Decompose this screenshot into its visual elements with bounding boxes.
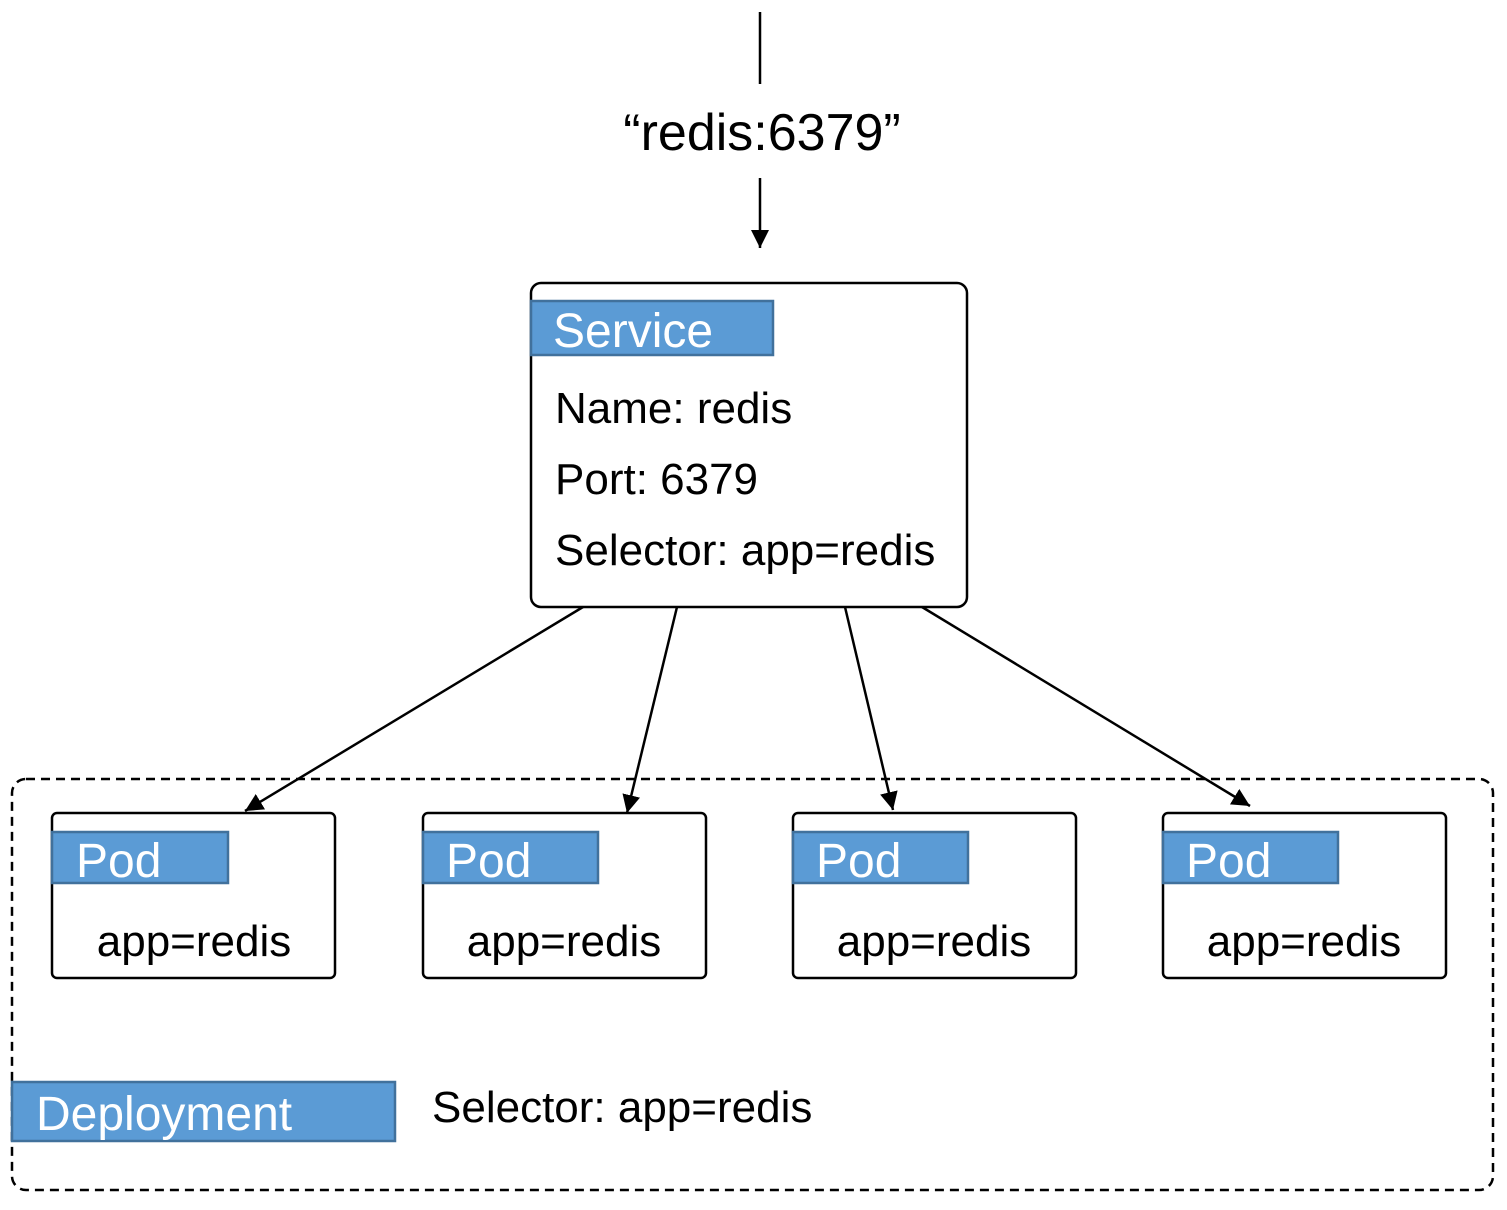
deployment-boundary [10, 777, 1495, 1192]
pod-box-1: Pod app=redis [50, 811, 337, 980]
pod-label-tag [421, 830, 600, 885]
service-label: Service [553, 305, 713, 358]
pod-box-3: Pod app=redis [791, 811, 1078, 980]
service-label-tag [529, 299, 775, 357]
pod-selector: app=redis [837, 917, 1031, 966]
pod-label: Pod [76, 835, 161, 888]
pod-box-4: Pod app=redis [1161, 811, 1448, 980]
deployment-label-tag [10, 1080, 397, 1143]
service-to-pod-arrow-2 [622, 606, 679, 814]
service-to-pod-arrow-3 [843, 606, 898, 811]
service-to-pod-arrow-4 [921, 605, 1251, 808]
pod-label: Pod [1186, 835, 1271, 888]
pod-selector: app=redis [97, 917, 291, 966]
service-port: Port: 6379 [555, 455, 758, 504]
deployment-label: Deployment [36, 1088, 292, 1141]
service-to-pod-arrow-1 [244, 605, 584, 813]
pod-box-2: Pod app=redis [421, 811, 708, 980]
deployment-selector: Selector: app=redis [432, 1083, 812, 1132]
endpoint-label: “redis:6379” [623, 104, 900, 162]
pod-selector: app=redis [467, 917, 661, 966]
pod-label-tag [1161, 830, 1340, 885]
pod-label: Pod [446, 835, 531, 888]
service-box: Service Name: redis Port: 6379 Selector:… [529, 281, 969, 609]
pod-label-tag [50, 830, 230, 885]
pod-selector: app=redis [1207, 917, 1401, 966]
pod-label: Pod [816, 835, 901, 888]
pod-label-tag [791, 830, 970, 885]
service-selector: Selector: app=redis [555, 526, 935, 575]
service-name: Name: redis [555, 384, 792, 433]
